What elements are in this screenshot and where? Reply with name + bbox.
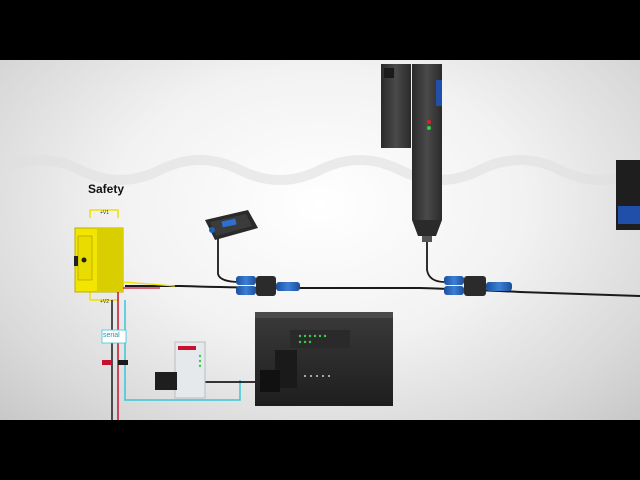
y-splitter-left: [236, 276, 300, 296]
svg-text:+V2: +V2: [100, 299, 109, 305]
safety-title: Safety: [88, 182, 125, 196]
edge-device: [616, 160, 640, 230]
door-safety-switch: [381, 64, 442, 242]
serial-label-box: [101, 329, 127, 344]
diagram-canvas: +V1 +V2: [0, 64, 640, 420]
red-tag: [102, 360, 112, 365]
svg-text:+V1: +V1: [100, 210, 109, 216]
gateway-module: [155, 341, 206, 399]
black-tag: [118, 360, 128, 365]
network-diagram-scene: +V1 +V2: [0, 60, 640, 420]
small-sensor-module: [205, 210, 258, 240]
plc-controller: [255, 312, 393, 406]
serial-label: serial: [103, 332, 120, 339]
safety-relay-module: [74, 227, 124, 293]
y-splitter-right: [444, 276, 512, 296]
